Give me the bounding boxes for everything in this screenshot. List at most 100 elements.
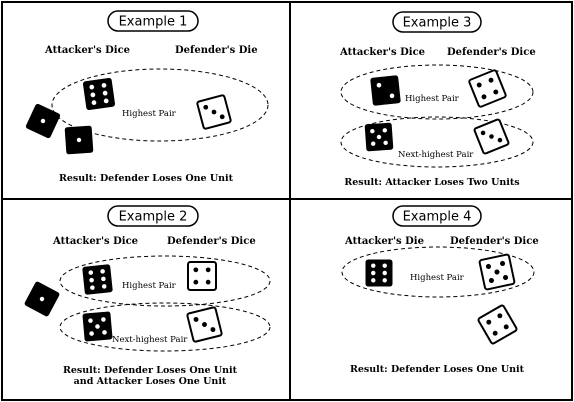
die-pip bbox=[101, 276, 106, 282]
die-pip bbox=[503, 324, 509, 330]
die-pip bbox=[371, 270, 376, 276]
die-pip bbox=[103, 98, 109, 104]
attacker-die bbox=[64, 125, 94, 155]
highest-pair-ellipse bbox=[341, 246, 535, 298]
die-pip bbox=[95, 324, 100, 329]
result-text: and Attacker Loses One Unit bbox=[74, 376, 227, 387]
die-pip bbox=[382, 278, 387, 283]
example-title-frame bbox=[392, 11, 482, 33]
die-pip bbox=[389, 93, 395, 99]
die-pip bbox=[485, 263, 492, 270]
die-pip bbox=[89, 84, 95, 90]
defender-die bbox=[477, 304, 518, 345]
highest-pair-ellipse bbox=[59, 255, 271, 307]
die-pip bbox=[91, 100, 97, 106]
die-pip bbox=[480, 130, 486, 136]
highest-pair-label: Highest Pair bbox=[410, 273, 465, 283]
panel-border-example-4 bbox=[289, 198, 573, 401]
die-pip bbox=[205, 279, 211, 285]
next-highest-pair-ellipse bbox=[59, 302, 271, 352]
die-face bbox=[82, 77, 116, 111]
die-face bbox=[477, 304, 518, 345]
attacker-dice-label: Attacker's Die bbox=[344, 236, 424, 247]
highest-pair-label: Highest Pair bbox=[122, 109, 177, 119]
panel-example-1: Example 1 Attacker's Dice Defender's Die… bbox=[25, 10, 269, 184]
die-pip bbox=[371, 141, 376, 146]
attacker-die bbox=[365, 259, 393, 287]
die-pip bbox=[382, 263, 387, 268]
die-pip bbox=[102, 330, 107, 335]
attacker-die bbox=[25, 103, 61, 139]
defender-die bbox=[468, 69, 507, 108]
die-pip bbox=[89, 331, 94, 336]
attacker-dice-label: Attacker's Dice bbox=[339, 47, 425, 58]
attacker-die bbox=[24, 281, 60, 317]
defender-dice-label: Defender's Dice bbox=[447, 47, 536, 58]
die-pip bbox=[371, 263, 376, 268]
die-face bbox=[370, 75, 401, 106]
die-face bbox=[187, 261, 217, 291]
die-pip bbox=[40, 118, 46, 124]
defender-die bbox=[187, 261, 217, 291]
die-pip bbox=[376, 134, 382, 140]
attacker-dice-label: Attacker's Dice bbox=[44, 45, 130, 56]
die-pip bbox=[502, 274, 509, 281]
die-pip bbox=[203, 104, 209, 110]
die-pip bbox=[211, 109, 217, 115]
result-text: Result: Defender Loses One Unit bbox=[63, 365, 238, 376]
next-highest-pair-ellipse bbox=[340, 116, 534, 168]
die-face bbox=[468, 69, 507, 108]
example-title: Example 2 bbox=[119, 210, 188, 225]
die-pip bbox=[205, 267, 211, 273]
die-face bbox=[365, 259, 393, 287]
die-pip bbox=[497, 137, 503, 143]
die-pip bbox=[494, 269, 500, 275]
die-pip bbox=[497, 313, 503, 319]
result-text: Result: Attacker Loses Two Units bbox=[344, 177, 519, 188]
die-pip bbox=[202, 322, 207, 327]
die-pip bbox=[101, 82, 107, 88]
defender-die bbox=[473, 118, 510, 155]
attacker-die bbox=[82, 77, 116, 111]
attacker-die bbox=[82, 311, 113, 342]
example-title: Example 4 bbox=[403, 210, 472, 225]
next-highest-pair-label: Next-highest Pair bbox=[112, 335, 188, 345]
die-pip bbox=[102, 90, 108, 96]
die-face bbox=[82, 264, 113, 295]
die-pip bbox=[383, 140, 388, 145]
panel-example-3: Example 3 Attacker's Dice Defender's Dic… bbox=[339, 11, 536, 188]
defender-dice-label: Defender's Dice bbox=[450, 236, 539, 247]
die-pip bbox=[193, 267, 199, 273]
die-pip bbox=[493, 89, 499, 95]
die-pip bbox=[76, 137, 82, 143]
die-pip bbox=[499, 260, 506, 267]
die-pip bbox=[371, 278, 376, 283]
die-pip bbox=[90, 92, 96, 98]
defender-die bbox=[186, 306, 223, 343]
die-pip bbox=[488, 277, 495, 284]
highest-pair-ellipse bbox=[51, 68, 269, 142]
panel-example-4: Example 4 Attacker's Die Defender's Dice… bbox=[341, 205, 539, 375]
example-title-frame bbox=[107, 205, 199, 227]
die-pip bbox=[489, 134, 494, 139]
attacker-dice-label: Attacker's Dice bbox=[52, 236, 138, 247]
die-pip bbox=[39, 296, 45, 302]
defender-die bbox=[478, 253, 516, 291]
die-pip bbox=[210, 327, 216, 333]
attacker-die bbox=[82, 264, 113, 295]
die-pip bbox=[382, 270, 387, 276]
die-pip bbox=[101, 317, 106, 322]
die-pip bbox=[476, 82, 482, 88]
defender-dice-label: Defender's Dice bbox=[167, 236, 256, 247]
attacker-die bbox=[370, 75, 401, 106]
highest-pair-ellipse bbox=[340, 64, 534, 120]
example-title-frame bbox=[392, 205, 482, 227]
die-pip bbox=[376, 82, 382, 88]
panel-example-2: Example 2 Attacker's Dice Defender's Dic… bbox=[24, 205, 271, 387]
die-pip bbox=[100, 269, 105, 274]
highest-pair-label: Highest Pair bbox=[122, 281, 177, 291]
die-pip bbox=[193, 279, 199, 285]
example-title: Example 1 bbox=[119, 15, 188, 30]
